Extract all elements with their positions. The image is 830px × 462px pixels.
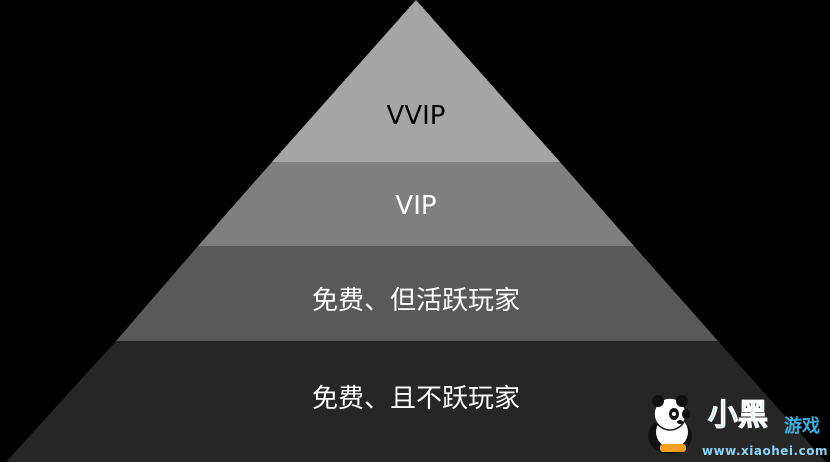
- panda-icon: [648, 395, 692, 454]
- layer-label-free-inactive: 免费、且不跃玩家: [311, 384, 520, 414]
- layer-label-vip: VIP: [395, 191, 437, 221]
- layer-vvip: [272, 0, 560, 162]
- layer-label-free-active: 免费、但活跃玩家: [311, 286, 520, 316]
- layer-label-vvip: VVIP: [386, 101, 446, 131]
- watermark-url: www.xiaohei.com: [702, 444, 828, 458]
- layer-free-inactive: [6, 341, 826, 462]
- layer-free-active: [116, 246, 718, 341]
- watermark-title: 小黑: [708, 398, 769, 434]
- watermark-logo: 小黑 游戏 www.xiaohei.com: [634, 384, 827, 460]
- layer-vip: [198, 162, 634, 246]
- watermark-subtitle: 游戏: [784, 416, 820, 437]
